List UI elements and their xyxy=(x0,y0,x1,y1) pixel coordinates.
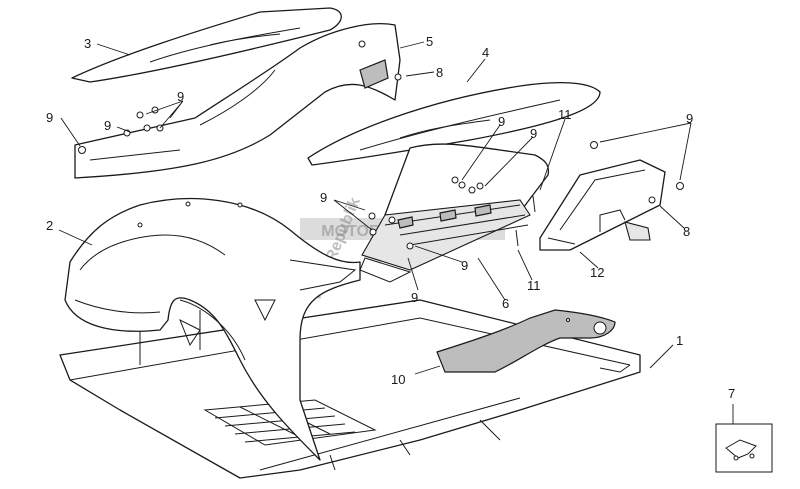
part-10-floor-mat xyxy=(436,309,616,373)
callout-labels: 1 2 3 4 5 6 7 8 8 9 9 9 9 9 9 9 9 9 10 1… xyxy=(46,34,735,401)
callout-9-e: 9 xyxy=(530,126,537,141)
callout-9-h: 9 xyxy=(461,258,468,273)
callout-9-d: 9 xyxy=(498,114,505,129)
part-4-right-footboard-rail xyxy=(307,81,601,166)
callout-9-f: 9 xyxy=(686,111,693,126)
callout-8-upper: 8 xyxy=(436,65,443,80)
callout-2: 2 xyxy=(46,218,53,233)
callout-5: 5 xyxy=(426,34,433,49)
part-3-left-footboard-rail xyxy=(71,7,342,83)
callout-7: 7 xyxy=(728,386,735,401)
callout-3: 3 xyxy=(84,36,91,51)
callout-8-right: 8 xyxy=(683,224,690,239)
part-7-detail-box xyxy=(715,423,773,473)
callout-12: 12 xyxy=(590,265,604,280)
callout-9-i: 9 xyxy=(411,290,418,305)
callout-1: 1 xyxy=(676,333,683,348)
part-6-storage-tray xyxy=(359,143,550,283)
callout-9-b: 9 xyxy=(104,118,111,133)
callout-11-upper: 11 xyxy=(558,107,572,122)
callout-9-c: 9 xyxy=(177,89,184,104)
callout-9-g: 9 xyxy=(320,190,327,205)
part-5-left-side-panel xyxy=(74,23,401,179)
callout-9-a: 9 xyxy=(46,110,53,125)
screw-set xyxy=(78,40,684,250)
part-2-leg-shield xyxy=(64,197,361,461)
callout-4: 4 xyxy=(482,45,489,60)
leader-lines xyxy=(58,41,734,424)
part-12-right-side-bracket xyxy=(539,159,666,251)
callout-11-lower: 11 xyxy=(527,278,541,293)
callout-6: 6 xyxy=(502,296,509,311)
callout-10: 10 xyxy=(391,372,405,387)
